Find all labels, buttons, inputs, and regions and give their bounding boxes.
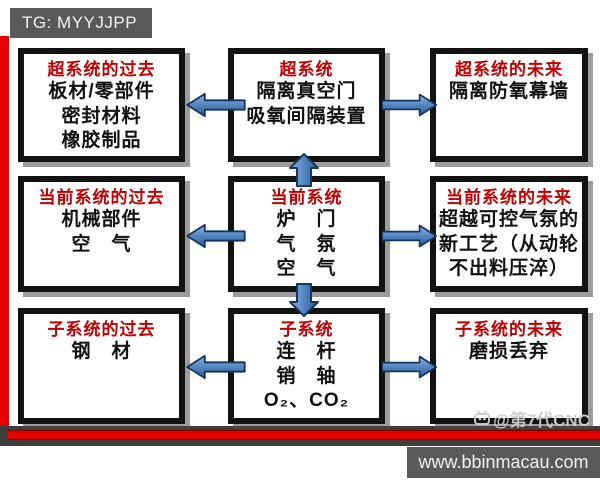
cell-title: 当前系统的过去 (38, 188, 165, 207)
cell-title: 当前系统 (270, 188, 343, 207)
arrow-right-row3 (382, 354, 438, 380)
cell-title: 超系统的过去 (47, 60, 156, 79)
cell-sub-system: 子系统 连 杆 销 轴 O₂、CO₂ (228, 308, 385, 424)
cell-line: 橡胶制品 (61, 129, 142, 151)
arrow-down-center (288, 282, 320, 318)
cell-line: 吸氧间隔装置 (246, 105, 367, 127)
cell-line: 不出料压淬） (448, 257, 569, 279)
cell-line: 磨损丢弃 (468, 341, 549, 363)
footer-url-plate: www.bbinmacau.com (407, 447, 600, 478)
arrow-right-row1 (382, 92, 438, 118)
cell-line: 连 杆 (276, 341, 337, 363)
arrow-left-row2 (184, 223, 246, 249)
arrow-up-center (288, 152, 320, 188)
cell-title: 子系统的过去 (47, 320, 156, 339)
cell-super-system-future: 超系统的未来 隔离防氧幕墙 (430, 48, 588, 162)
red-left-bar (0, 36, 9, 446)
tag-label: TG: MYYJJPP (10, 8, 152, 38)
cell-line: 密封材料 (61, 105, 142, 127)
cell-sub-system-past: 子系统的过去 钢 材 (18, 308, 185, 424)
arrow-right-row2 (382, 223, 438, 249)
cell-line: 隔离防氧幕墙 (448, 81, 569, 103)
arrow-left-row3 (184, 354, 246, 380)
cell-line: 机械部件 (61, 209, 142, 231)
watermark-text: @第7代CNC (493, 410, 590, 430)
cell-current-system-past: 当前系统的过去 机械部件 空 气 (18, 176, 185, 292)
cell-title: 超系统 (279, 60, 334, 79)
cell-super-system: 超系统 隔离真空门 吸氧间隔装置 (228, 48, 385, 162)
cell-title: 超系统的未来 (455, 60, 563, 79)
cell-title: 子系统 (279, 320, 334, 339)
watermark-icon (473, 410, 491, 426)
cell-line: O₂、CO₂ (263, 389, 350, 411)
red-bottom-bar (7, 430, 600, 440)
cell-line: 销 轴 (276, 365, 337, 387)
cell-line: 空 气 (276, 257, 337, 279)
cell-line: 超越可控气氛的 (438, 209, 579, 231)
cell-title: 子系统的未来 (455, 320, 563, 339)
arrow-left-row1 (184, 92, 246, 118)
cell-super-system-past: 超系统的过去 板材/零部件 密封材料 橡胶制品 (18, 48, 185, 162)
cell-line: 钢 材 (71, 341, 132, 363)
cell-line: 板材/零部件 (48, 81, 155, 103)
cell-sub-system-future: 子系统的未来 磨损丢弃 (430, 308, 588, 424)
cell-line: 隔离真空门 (256, 81, 357, 103)
watermark: @第7代CNC (428, 406, 590, 430)
cell-current-system-future: 当前系统的未来 超越可控气氛的 新工艺（从动轮 不出料压淬） (430, 176, 588, 292)
cell-line: 新工艺（从动轮 (438, 233, 579, 255)
cell-title: 当前系统的未来 (446, 188, 572, 207)
cell-current-system: 当前系统 炉 门 气 氛 空 气 (228, 176, 385, 292)
cell-line: 空 气 (71, 233, 132, 255)
cell-line: 炉 门 (276, 209, 337, 231)
cell-line: 气 氛 (276, 233, 337, 255)
